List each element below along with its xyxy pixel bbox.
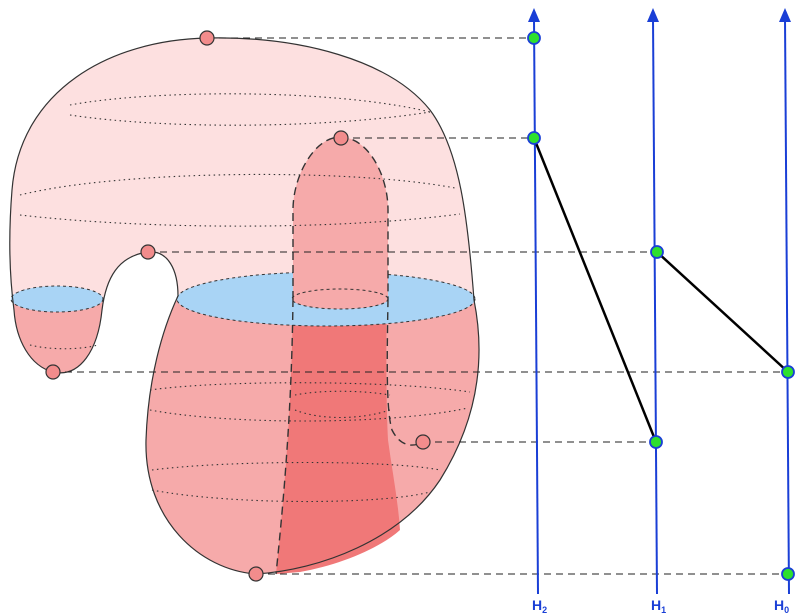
arrow-up-icon [779,8,791,22]
contour-line [294,409,391,419]
critical-point [333,130,349,146]
critical-point [140,244,156,260]
arrow-up-icon [528,8,540,22]
hidden-edge-peak-left [292,136,341,299]
axis-node [527,31,541,45]
axis-node [781,365,795,379]
axis-label-h1: H1 [651,597,666,614]
axis-h2 [533,17,539,595]
surface-outline [9,37,480,575]
surface-deep-band [276,299,400,574]
axis-labels: H2 H1 H0 [532,597,789,614]
axis-h0 [784,17,790,595]
axis-label-h0: H0 [774,597,789,614]
axis-h1 [652,17,658,595]
critical-point [415,434,431,450]
axes [528,8,791,595]
axis-node [650,245,664,259]
contour-line [69,111,431,126]
axis-node [527,131,541,145]
hidden-edge-right [386,298,424,446]
water-left [10,285,104,313]
inner-peak [293,137,388,299]
critical-point [45,364,61,380]
hidden-edge-left [275,298,294,575]
axis-node [649,435,663,449]
inner-peak-base [291,288,389,310]
hidden-edge-peak-right [339,136,389,299]
axis-nodes [527,31,795,581]
level-lines [53,37,788,575]
contour-line [294,390,391,396]
critical-point [248,566,264,582]
critical-points [45,30,431,582]
axis-label-h2: H2 [532,597,547,614]
contour-lines [19,93,471,503]
axis-node [781,567,795,581]
critical-point [199,30,215,46]
contour-line [29,344,99,350]
surface [9,37,480,575]
pairing-line [532,137,658,443]
pairings [532,137,789,443]
contour-line [149,407,469,422]
pairing-line [656,251,789,373]
contour-line [151,489,431,503]
arrow-up-icon [647,8,659,22]
